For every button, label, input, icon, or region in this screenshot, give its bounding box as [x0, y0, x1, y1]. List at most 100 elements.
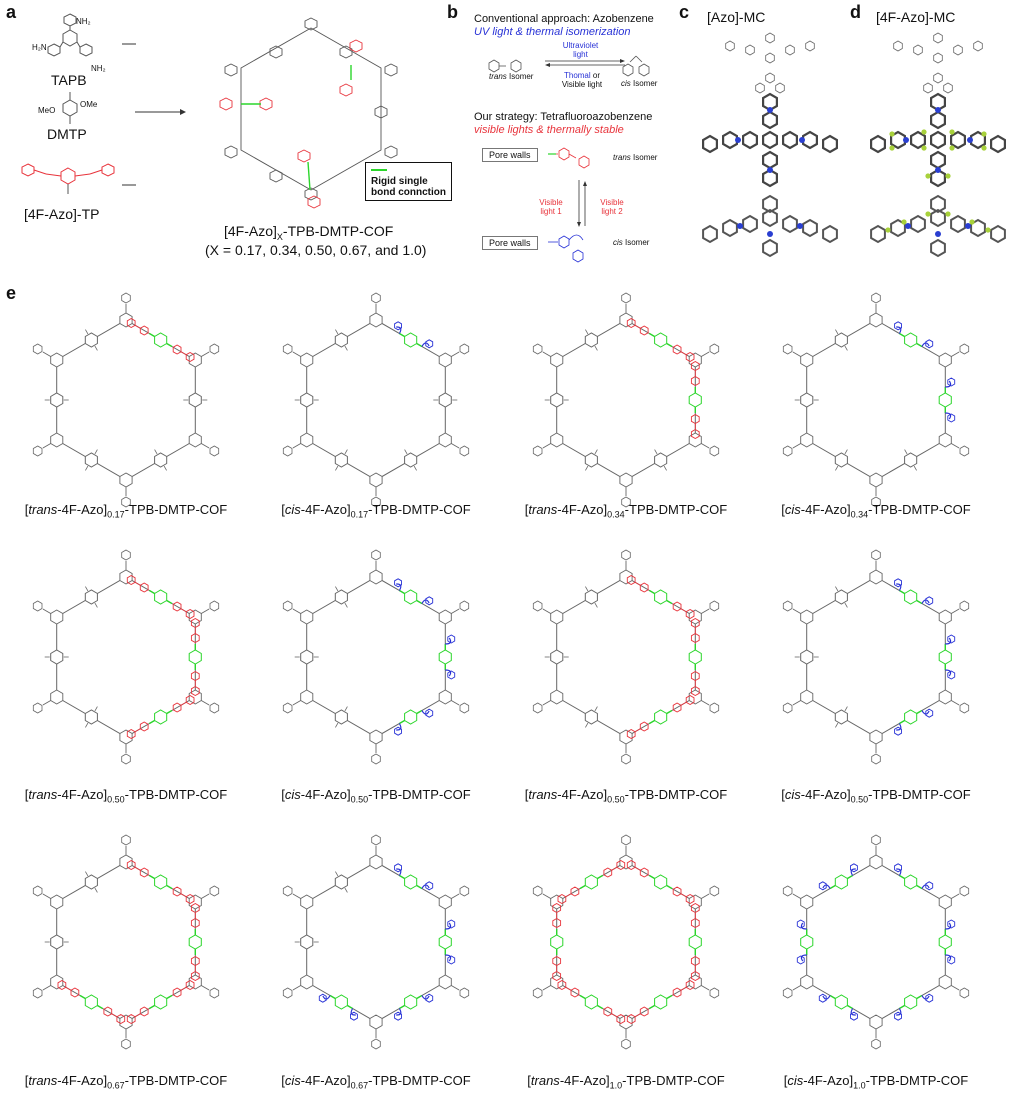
panel-label-a: a: [6, 2, 17, 22]
caption-framework: -TPB-DMTP-COF: [624, 502, 728, 517]
isomer-word-4: Isomer: [622, 238, 650, 247]
4f-azo-tp-structure: [21, 163, 115, 194]
caption-linker: -4F-Azo]: [57, 1073, 108, 1088]
caption-open-bracket: [: [783, 1073, 788, 1088]
visible-1-a: Visible: [539, 198, 563, 207]
4f-azo-mc-model: [870, 32, 1006, 258]
monomer-tapb-label: TAPB: [51, 72, 87, 88]
nh2-label-1: NH₂: [76, 17, 91, 26]
cof-caption-12: [cis-4F-Azo]1.0-TPB-DMTP-COF: [756, 1073, 996, 1091]
cof-structure-3: [532, 292, 720, 508]
cof-structure-1: [32, 292, 220, 508]
meo-label: MeO: [38, 106, 56, 115]
caption-isomer: cis: [784, 787, 801, 802]
strategy-heading: Our strategy: Tetrafluoroazobenzene: [474, 111, 653, 123]
cof-caption-7: [trans-4F-Azo]0.50-TPB-DMTP-COF: [506, 787, 746, 805]
dmtp-structure: [62, 92, 78, 124]
caption-open-bracket: [: [781, 502, 785, 517]
caption-isomer: cis: [284, 502, 301, 517]
caption-framework: -TPB-DMTP-COF: [368, 1073, 471, 1088]
monomer-4f-azo-tp-label: [4F-Azo]-TP: [24, 206, 100, 222]
cof-structure-5: [32, 549, 220, 765]
cof-structure-7: [532, 549, 720, 765]
panel-label-c: c: [679, 2, 690, 22]
caption-open-bracket: [: [281, 787, 285, 802]
panel-label-d: d: [850, 2, 861, 22]
caption-open-bracket: [: [24, 502, 29, 517]
panel-label-e: e: [6, 283, 17, 303]
thermal-word: Thomal: [563, 71, 591, 80]
cof-caption-5: [trans-4F-Azo]0.50-TPB-DMTP-COF: [6, 787, 246, 805]
cof-caption-8: [cis-4F-Azo]0.50-TPB-DMTP-COF: [756, 787, 996, 805]
visible-2-b: light 2: [601, 207, 623, 216]
isomer-word-3: Isomer: [630, 153, 658, 162]
caption-framework: -TPB-DMTP-COF: [868, 502, 971, 517]
cof-structure-8: [782, 549, 970, 765]
caption-open-bracket: [: [781, 787, 785, 802]
azo-mc-title: [Azo]-MC: [707, 9, 766, 25]
caption-open-bracket: [: [527, 1073, 531, 1088]
panel-label-b: b: [447, 2, 458, 22]
azobenzene-trans-cis: [488, 55, 650, 77]
caption-fraction: 0.50: [607, 794, 625, 805]
h2n-label: H₂N: [32, 43, 47, 52]
cof-caption-4: [cis-4F-Azo]0.34-TPB-DMTP-COF: [756, 502, 996, 520]
legend-line-1: Rigid single: [371, 176, 428, 187]
caption-linker: -4F-Azo]: [300, 1073, 351, 1088]
caption-linker: -4F-Azo]: [559, 1073, 610, 1088]
visible-2-a: Visible: [600, 198, 624, 207]
monomer-dmtp-label: DMTP: [47, 126, 87, 142]
caption-linker: -4F-Azo]: [800, 787, 851, 802]
trans-isomer-label: trans Isomer: [489, 72, 533, 81]
caption-fraction: 1.0: [609, 1080, 623, 1091]
caption-isomer: trans: [528, 502, 558, 517]
caption-framework: -TPB-DMTP-COF: [865, 1073, 969, 1088]
caption-fraction: 0.34: [607, 509, 625, 520]
caption-framework: -TPB-DMTP-COF: [368, 787, 471, 802]
cof-caption-10: [cis-4F-Azo]0.67-TPB-DMTP-COF: [256, 1073, 496, 1091]
isomerization-arrows: [545, 59, 625, 67]
caption-fraction: 0.50: [350, 794, 369, 805]
caption-linker: -4F-Azo]: [557, 787, 608, 802]
caption-isomer: trans: [530, 1073, 560, 1088]
4f-azo-trans-sketch: [548, 147, 590, 169]
trans-word-2: trans: [613, 153, 631, 162]
azo-mc-model: [702, 32, 838, 258]
conventional-heading: Conventional approach: Azobenzene: [474, 13, 654, 25]
caption-linker: -4F-Azo]: [557, 502, 608, 517]
pore-walls-box-2: Pore walls: [482, 236, 538, 250]
caption-open-bracket: [: [524, 787, 529, 802]
caption-open-bracket: [: [24, 787, 29, 802]
caption-isomer: trans: [528, 787, 558, 802]
cof-structure-9: [32, 834, 220, 1050]
product-suffix: -TPB-DMTP-COF: [282, 223, 394, 239]
nh2-label-2: NH₂: [91, 64, 106, 73]
caption-isomer: cis: [284, 787, 301, 802]
cof-caption-6: [cis-4F-Azo]0.50-TPB-DMTP-COF: [256, 787, 496, 805]
cof-caption-3: [trans-4F-Azo]0.34-TPB-DMTP-COF: [506, 502, 746, 520]
strategy-subheading: visible lights & thermally stable: [474, 124, 624, 136]
caption-fraction: 0.67: [107, 1080, 125, 1091]
4f-azo-mc-title: [4F-Azo]-MC: [876, 9, 956, 25]
uv-line-1: Ultraviolet: [562, 41, 599, 50]
rigid-bond-legend: Rigid single bond connction: [365, 162, 452, 201]
cof-structure-2: [282, 292, 470, 508]
cof-structure-12: [782, 834, 970, 1050]
reaction-marks: [122, 43, 186, 186]
caption-fraction: 0.50: [107, 794, 125, 805]
caption-isomer: cis: [784, 502, 801, 517]
caption-framework: -TPB-DMTP-COF: [868, 787, 971, 802]
caption-fraction: 0.34: [850, 509, 869, 520]
caption-linker: -4F-Azo]: [803, 1073, 854, 1088]
legend-line-2: bond connction: [371, 187, 446, 198]
trans-isomer-label-2: trans Isomer: [613, 153, 657, 162]
caption-fraction: 0.67: [350, 1080, 369, 1091]
conventional-subheading: UV light & thermal isomerization: [474, 26, 631, 38]
caption-open-bracket: [: [281, 1073, 285, 1088]
cof-caption-11: [trans-4F-Azo]1.0-TPB-DMTP-COF: [506, 1073, 746, 1091]
caption-isomer: cis: [284, 1073, 301, 1088]
